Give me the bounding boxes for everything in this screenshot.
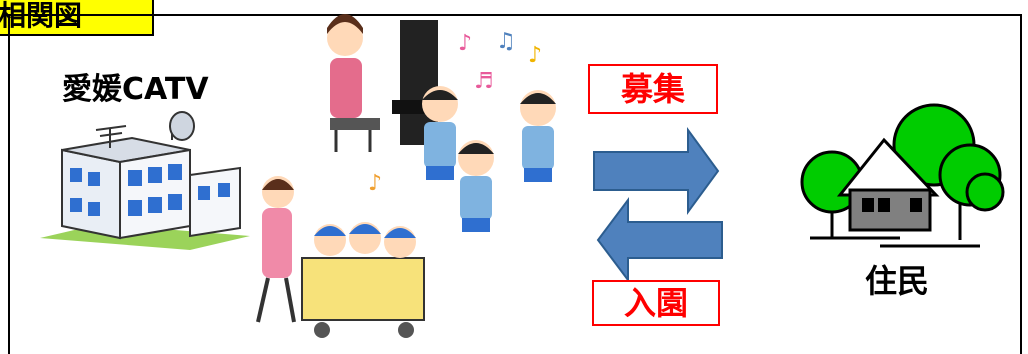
teacher-with-cart-illustration <box>256 176 425 338</box>
svg-text:♬: ♬ <box>474 69 494 94</box>
svg-text:♫: ♫ <box>496 29 516 54</box>
arrow-left <box>596 197 723 283</box>
left-party-label: 愛媛CATV <box>62 72 209 107</box>
svg-text:♪: ♪ <box>528 43 542 68</box>
diagram-title: 相関図 <box>0 0 154 36</box>
svg-text:♪: ♪ <box>458 31 472 56</box>
bottom-arrow-label: 入園 <box>592 280 720 326</box>
arrow-right <box>593 126 720 216</box>
diagram-art: ♪ ♫ ♪ ♬ ♪ <box>40 14 1005 338</box>
top-arrow-label: 募集 <box>588 64 718 114</box>
right-party-label: 住民 <box>865 262 930 300</box>
music-notes: ♪ ♫ ♪ ♬ ♪ <box>368 29 542 196</box>
svg-text:♪: ♪ <box>368 171 382 196</box>
house-with-trees-illustration <box>800 103 1005 248</box>
diagram-frame <box>8 14 1022 354</box>
building-illustration <box>40 111 250 250</box>
dancing-children-illustration <box>422 86 556 232</box>
piano-teacher-illustration <box>327 14 452 152</box>
